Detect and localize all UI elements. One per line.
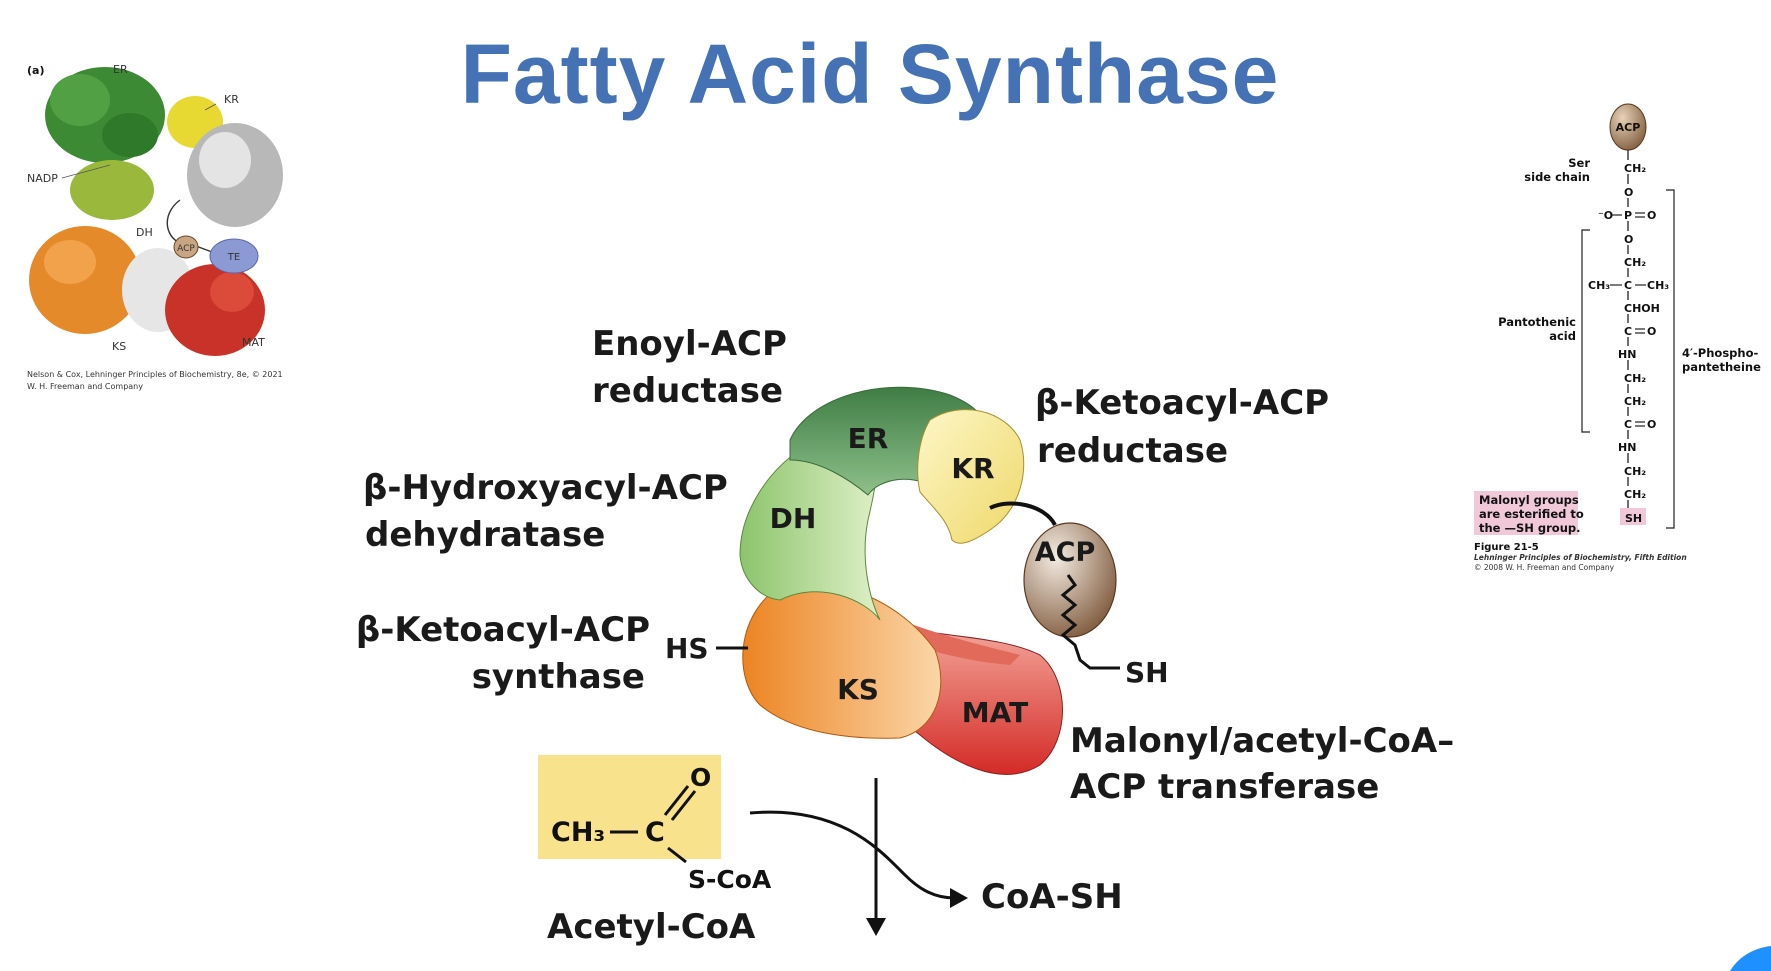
svg-text:CHOH: CHOH (1624, 302, 1660, 315)
structure-credit-line2: W. H. Freeman and Company (27, 382, 143, 391)
acetyl-coa-structure: CH₃ C O S-CoA Acetyl-CoA (547, 763, 772, 947)
figure-number: Figure 21-5 (1474, 542, 1539, 553)
svg-text:C: C (1624, 325, 1632, 338)
pantetheine-arm (1060, 574, 1120, 670)
svg-text:CH₃: CH₃ (551, 817, 605, 848)
er-label-line2: reductase (592, 371, 783, 411)
svg-text:SH: SH (1625, 512, 1642, 525)
svg-text:Pantothenic: Pantothenic (1498, 315, 1576, 329)
er-surface-blob (45, 67, 165, 163)
svg-text:CH₃: CH₃ (1647, 279, 1669, 292)
svg-text:Ser: Ser (1568, 156, 1590, 170)
acp-tether (989, 501, 1057, 527)
phosphopantetheine-bracket (1666, 189, 1675, 529)
protein-structure-panel: (a) ACP TE ER K (27, 63, 283, 391)
svg-text:HN: HN (1618, 441, 1636, 454)
svg-text:side chain: side chain (1524, 170, 1590, 184)
svg-text:ER: ER (113, 63, 128, 76)
acp-structure-icon (173, 235, 199, 259)
svg-text:DH: DH (136, 226, 153, 239)
svg-text:CH₂: CH₂ (1624, 465, 1646, 478)
svg-text:4′-Phospho-: 4′-Phospho- (1682, 346, 1758, 360)
figure-book: Lehninger Principles of Biochemistry, Fi… (1474, 553, 1687, 562)
svg-text:O: O (1647, 325, 1656, 338)
svg-text:KS: KS (112, 340, 126, 353)
dh-label-line2: dehydratase (365, 515, 605, 555)
svg-text:MAT: MAT (962, 696, 1028, 729)
pantothenic-bracket (1581, 229, 1590, 433)
mat-label-line2: ACP transferase (1070, 767, 1379, 807)
fas-schematic: ER KR DH KS MAT ACP SH HS Enoyl-ACP redu… (356, 324, 1454, 947)
svg-text:pantetheine: pantetheine (1682, 360, 1761, 374)
svg-text:TE: TE (227, 252, 240, 263)
svg-text:DH: DH (770, 502, 817, 535)
svg-text:O: O (1647, 209, 1656, 222)
svg-text:CH₂: CH₂ (1624, 256, 1646, 269)
svg-text:CH₂: CH₂ (1624, 372, 1646, 385)
svg-text:HN: HN (1618, 348, 1636, 361)
svg-text:ACP: ACP (1616, 121, 1641, 134)
svg-text:are esterified to: are esterified to (1479, 507, 1584, 521)
svg-text:CH₂: CH₂ (1624, 395, 1646, 408)
panel-label: (a) (27, 64, 44, 77)
er-label-line1: Enoyl-ACP (592, 324, 787, 364)
svg-text:CH₂: CH₂ (1624, 488, 1646, 501)
svg-text:O: O (690, 763, 711, 792)
svg-text:KR: KR (951, 452, 994, 485)
malonyl-note-box (1474, 491, 1578, 535)
figure-copyright: © 2008 W. H. Freeman and Company (1474, 563, 1615, 572)
svg-text:S-CoA: S-CoA (688, 865, 772, 894)
dh-label-line1: β-Hydroxyacyl-ACP (363, 468, 728, 508)
svg-text:Malonyl groups: Malonyl groups (1479, 493, 1579, 507)
svg-text:MAT: MAT (242, 336, 265, 349)
ks-surface-blob (29, 226, 141, 334)
svg-text:C: C (645, 817, 665, 848)
mat-label-line1: Malonyl/acetyl-CoA– (1070, 721, 1454, 761)
svg-text:O: O (1624, 233, 1633, 246)
svg-text:ER: ER (848, 422, 889, 455)
ks-domain (742, 583, 942, 739)
coa-sh-label: CoA-SH (981, 877, 1123, 917)
svg-text:KR: KR (224, 93, 239, 106)
acetyl-coa-highlight (538, 755, 721, 859)
svg-text:CH₃: CH₃ (1588, 279, 1610, 292)
hs-label: HS (665, 632, 709, 665)
acetyl-coa-name: Acetyl-CoA (547, 907, 756, 947)
reaction-arrow-curve (749, 810, 956, 900)
slide-title: Fatty Acid Synthase (460, 27, 1280, 121)
ks-label-line2: synthase (472, 657, 645, 697)
svg-text:NADP: NADP (27, 172, 58, 185)
te-structure-icon (209, 238, 259, 274)
svg-text:CH₂: CH₂ (1624, 162, 1646, 175)
svg-text:the —SH group.: the —SH group. (1479, 521, 1581, 535)
svg-text:P: P (1624, 209, 1632, 222)
corner-decoration (1730, 946, 1771, 971)
sh-highlight (1620, 508, 1646, 525)
kr-label-line1: β-Ketoacyl-ACP (1035, 383, 1329, 423)
dh-domain (739, 449, 881, 621)
sh-label: SH (1125, 656, 1169, 689)
svg-text:⁻O: ⁻O (1598, 209, 1613, 222)
svg-text:ACP: ACP (1035, 537, 1096, 568)
structure-credit-line1: Nelson & Cox, Lehninger Principles of Bi… (27, 370, 283, 379)
svg-text:C: C (1624, 418, 1632, 431)
mat-surface-blob (165, 264, 265, 356)
svg-text:acid: acid (1549, 329, 1576, 343)
svg-text:O: O (1624, 186, 1633, 199)
svg-text:C: C (1624, 279, 1632, 292)
kr-label-line2: reductase (1037, 431, 1228, 471)
svg-text:ACP: ACP (177, 244, 195, 254)
svg-text:KS: KS (837, 673, 879, 706)
kr-domain (917, 409, 1025, 544)
dh-surface-blob (70, 160, 154, 220)
ks-label-line1: β-Ketoacyl-ACP (356, 610, 650, 650)
svg-text:O: O (1647, 418, 1656, 431)
phosphopantetheine-structure: ACP Ser side chain CH₂ O P ⁻O O O CH₂ C … (1474, 103, 1761, 572)
